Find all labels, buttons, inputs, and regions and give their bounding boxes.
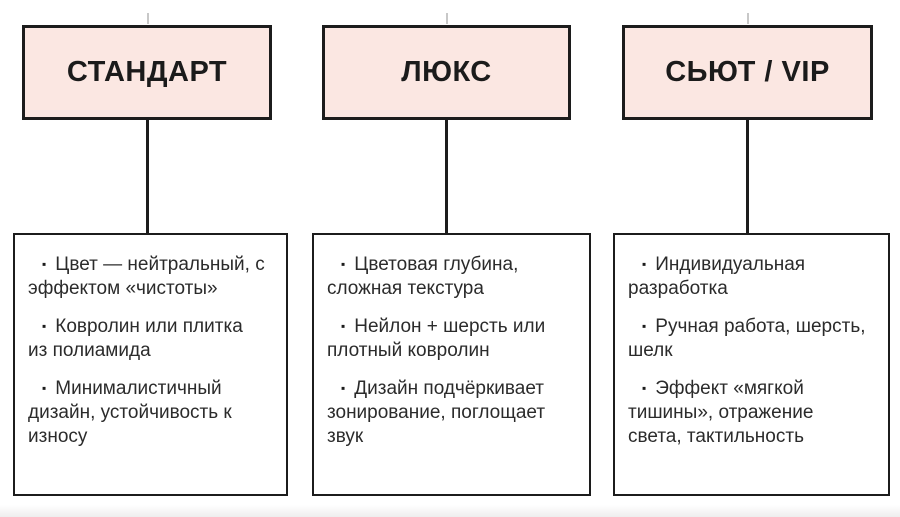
tier-header-lux: ЛЮКС: [322, 25, 571, 120]
tier-title-suite-vip: СЬЮТ / VIP: [665, 56, 830, 88]
bullet-text: Нейлон + шерсть или плотный ковролин: [327, 316, 546, 361]
bullet-item: ▪Ковролин или плитка из полиамида: [28, 314, 276, 363]
tier-header-standard: СТАНДАРТ: [22, 25, 272, 120]
tier-title-standard: СТАНДАРТ: [66, 56, 228, 88]
connector-line-lux: [445, 118, 448, 238]
bullet-square-icon: ▪: [42, 257, 47, 271]
bullet-square-icon: ▪: [341, 257, 346, 271]
bullet-text: Дизайн подчёркивает зонирование, поглоща…: [327, 378, 546, 447]
bullet-item: ▪Эффект «мягкой тишины», отражение света…: [628, 376, 878, 449]
bullet-text: Ручная работа, шерсть, шелк: [628, 316, 866, 361]
tier-title-lux: ЛЮКС: [401, 56, 492, 88]
bullet-item: ▪Ручная работа, шерсть, шелк: [628, 314, 878, 363]
top-connector-stub-lux: [446, 13, 448, 24]
top-connector-stub-standard: [147, 13, 149, 24]
bullet-text: Минималистичный дизайн, устойчивость к и…: [28, 378, 232, 447]
connector-line-standard: [146, 118, 149, 238]
bullet-text: Индивидуальная разработка: [628, 254, 806, 299]
bullet-square-icon: ▪: [642, 381, 647, 395]
bullet-square-icon: ▪: [42, 381, 47, 395]
bullet-item: ▪Нейлон + шерсть или плотный ковролин: [327, 314, 579, 363]
connector-line-suite-vip: [746, 118, 749, 238]
bullet-text: Цветовая глубина, сложная текстура: [327, 254, 519, 299]
bullet-item: ▪Индивидуальная разработка: [628, 252, 878, 301]
top-connector-stub-suite-vip: [747, 13, 749, 24]
bullet-text: Цвет — нейтральный, с эффектом «чистоты»: [28, 254, 265, 299]
bullet-square-icon: ▪: [341, 319, 346, 333]
bullet-text: Ковролин или плитка из полиамида: [28, 316, 243, 361]
bullet-item: ▪Цветовая глубина, сложная текстура: [327, 252, 579, 301]
tier-header-suite-vip: СЬЮТ / VIP: [622, 25, 873, 120]
bullet-square-icon: ▪: [642, 257, 647, 271]
tier-details-standard: ▪Цвет — нейтральный, с эффектом «чистоты…: [13, 233, 288, 496]
bullet-square-icon: ▪: [42, 319, 47, 333]
bullet-item: ▪Дизайн подчёркивает зонирование, поглощ…: [327, 376, 579, 449]
bullet-square-icon: ▪: [642, 319, 647, 333]
bullet-square-icon: ▪: [341, 381, 346, 395]
tier-details-suite-vip: ▪Индивидуальная разработка ▪Ручная работ…: [613, 233, 890, 496]
bullet-text: Эффект «мягкой тишины», отражение света,…: [628, 378, 814, 447]
bullet-item: ▪Минималистичный дизайн, устойчивость к …: [28, 376, 276, 449]
tier-details-lux: ▪Цветовая глубина, сложная текстура ▪Ней…: [312, 233, 591, 496]
bullet-item: ▪Цвет — нейтральный, с эффектом «чистоты…: [28, 252, 276, 301]
